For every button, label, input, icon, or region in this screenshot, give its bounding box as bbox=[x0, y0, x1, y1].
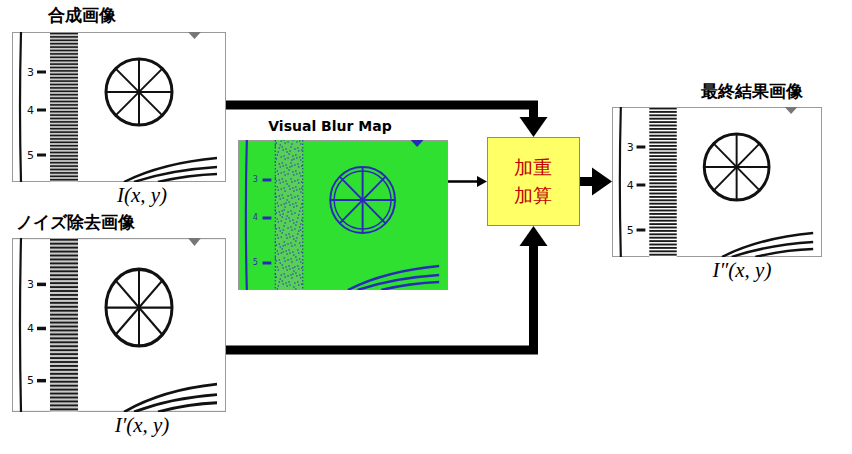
flow-arrow bbox=[580, 168, 612, 196]
process-label: 加重 加算 bbox=[513, 154, 555, 209]
test-chart-picture bbox=[612, 107, 822, 257]
image-heading: 最終結果画像 bbox=[701, 81, 803, 101]
arrow-shaft bbox=[226, 105, 534, 117]
arrow-head bbox=[477, 176, 487, 187]
stripe-pattern bbox=[50, 32, 78, 182]
image-frame bbox=[13, 33, 226, 182]
scale-number: 4 bbox=[27, 323, 34, 334]
image-frame bbox=[238, 141, 447, 290]
arrow-shaft bbox=[448, 180, 477, 183]
image-heading: Visual Blur Map bbox=[268, 118, 391, 135]
scale-number: 3 bbox=[27, 67, 34, 78]
spoke-wheel bbox=[330, 167, 395, 233]
corner-marker bbox=[785, 107, 798, 114]
arrow-head bbox=[520, 226, 548, 246]
scale-line bbox=[20, 32, 21, 182]
image-frame bbox=[13, 239, 226, 412]
stripe-pattern bbox=[275, 140, 303, 290]
scale-number: 4 bbox=[253, 214, 258, 222]
test-chart-picture bbox=[12, 32, 226, 182]
scale-number: 3 bbox=[253, 176, 258, 184]
arrow-head bbox=[520, 117, 548, 137]
scale-line bbox=[245, 140, 248, 290]
blur-map-picture bbox=[238, 140, 448, 290]
scale-number: 3 bbox=[627, 142, 634, 153]
scale-ticks bbox=[263, 180, 272, 263]
scale-line bbox=[619, 107, 622, 257]
stripe-pattern bbox=[649, 107, 676, 257]
scale-ticks bbox=[37, 72, 46, 155]
process-box: 加重 加算 bbox=[487, 137, 580, 226]
image-symbol: I′(x, y) bbox=[115, 414, 170, 437]
image-frame bbox=[612, 108, 821, 257]
corner-marker bbox=[188, 32, 201, 39]
corner-marker bbox=[188, 238, 201, 246]
blur-map-image: Visual Blur Map345 bbox=[238, 140, 448, 290]
image-symbol: I(x, y) bbox=[117, 184, 167, 207]
flow-arrow bbox=[226, 105, 548, 137]
spoke-wheel bbox=[704, 134, 769, 200]
scale-number: 5 bbox=[627, 225, 634, 236]
scale-number: 5 bbox=[27, 375, 34, 386]
scale-ticks bbox=[637, 147, 646, 230]
test-chart-picture bbox=[12, 238, 226, 412]
arrow-head bbox=[592, 168, 612, 196]
wedge-curves bbox=[348, 266, 439, 290]
scale-line bbox=[20, 238, 21, 412]
spoke-wheel bbox=[106, 269, 172, 346]
wedge-curves bbox=[124, 158, 217, 182]
image-heading: ノイズ除去画像 bbox=[16, 212, 135, 232]
flow-arrow bbox=[448, 176, 487, 187]
scale-ticks bbox=[37, 284, 46, 380]
test-chart-image: ノイズ除去画像I′(x, y)345 bbox=[12, 238, 226, 412]
scale-number: 5 bbox=[253, 259, 258, 267]
image-symbol: I″(x, y) bbox=[713, 259, 772, 282]
scale-number: 4 bbox=[27, 105, 34, 116]
stripe-pattern bbox=[50, 238, 78, 412]
corner-marker bbox=[411, 140, 424, 147]
test-chart-image: 最終結果画像I″(x, y)345 bbox=[612, 107, 822, 257]
image-heading: 合成画像 bbox=[48, 5, 116, 25]
arrow-shaft bbox=[580, 177, 592, 186]
test-chart-image: 合成画像I(x, y)345 bbox=[12, 32, 226, 182]
scale-number: 3 bbox=[27, 279, 34, 290]
scale-number: 4 bbox=[627, 180, 634, 191]
spoke-wheel bbox=[106, 59, 172, 125]
wedge-curves bbox=[124, 384, 217, 412]
scale-number: 5 bbox=[27, 150, 34, 161]
wedge-curves bbox=[722, 233, 813, 257]
